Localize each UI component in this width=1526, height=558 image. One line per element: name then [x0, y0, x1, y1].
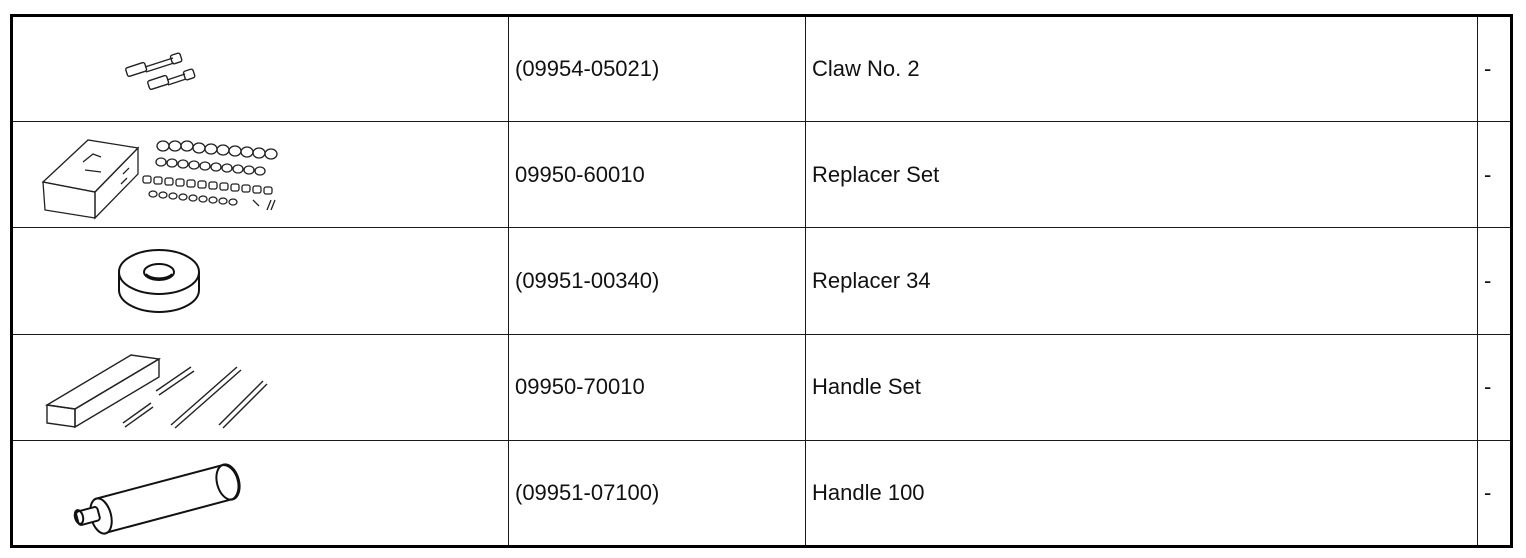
part-number: 09950-60010	[515, 161, 645, 187]
table-row: 09950-60010 Replacer Set -	[11, 121, 1512, 229]
part-number-cell: 09950-60010	[508, 121, 806, 229]
note-cell: -	[1477, 333, 1512, 441]
part-number-cell: (09951-00340)	[508, 227, 806, 335]
tool-name: Claw No. 2	[812, 56, 920, 82]
ring-replacer-icon	[118, 249, 200, 314]
table-row: (09951-07100) Handle 100 -	[11, 439, 1512, 548]
tool-image-cell	[11, 14, 509, 123]
part-number-cell: 09950-70010	[508, 333, 806, 441]
tool-name-cell: Claw No. 2	[805, 14, 1478, 123]
note-cell: -	[1477, 121, 1512, 229]
table-row: (09951-00340) Replacer 34 -	[11, 227, 1512, 335]
note-dash: -	[1484, 161, 1492, 187]
cylinder-handle-icon	[73, 463, 241, 535]
tool-image-cell	[11, 227, 509, 335]
tool-name: Replacer 34	[812, 267, 931, 293]
handle-set-case-icon	[44, 353, 268, 429]
note-cell: -	[1477, 227, 1512, 335]
tool-name-cell: Handle Set	[805, 333, 1478, 441]
special-tools-table: (09954-05021) Claw No. 2 -	[10, 14, 1513, 548]
tool-name-cell: Handle 100	[805, 439, 1478, 548]
part-number-cell: (09954-05021)	[508, 14, 806, 123]
tool-image-cell	[11, 121, 509, 229]
note-dash: -	[1484, 374, 1492, 400]
part-number: 09950-70010	[515, 374, 645, 400]
note-cell: -	[1477, 439, 1512, 548]
tool-image-cell	[11, 333, 509, 441]
table-row: (09954-05021) Claw No. 2 -	[11, 14, 1512, 123]
part-number: (09954-05021)	[515, 56, 660, 82]
tool-image-cell	[11, 439, 509, 548]
part-number: (09951-07100)	[515, 479, 660, 505]
part-number-cell: (09951-07100)	[508, 439, 806, 548]
claw-bolts-icon	[125, 52, 196, 91]
tool-name-cell: Replacer 34	[805, 227, 1478, 335]
replacer-set-case-icon	[41, 139, 278, 220]
tool-name-cell: Replacer Set	[805, 121, 1478, 229]
tool-name: Handle 100	[812, 479, 925, 505]
note-dash: -	[1484, 267, 1492, 293]
part-number: (09951-00340)	[515, 267, 660, 293]
tool-name: Replacer Set	[812, 161, 940, 187]
table-row: 09950-70010 Handle Set -	[11, 333, 1512, 441]
note-cell: -	[1477, 14, 1512, 123]
note-dash: -	[1484, 56, 1492, 82]
tool-name: Handle Set	[812, 374, 921, 400]
note-dash: -	[1484, 479, 1492, 505]
